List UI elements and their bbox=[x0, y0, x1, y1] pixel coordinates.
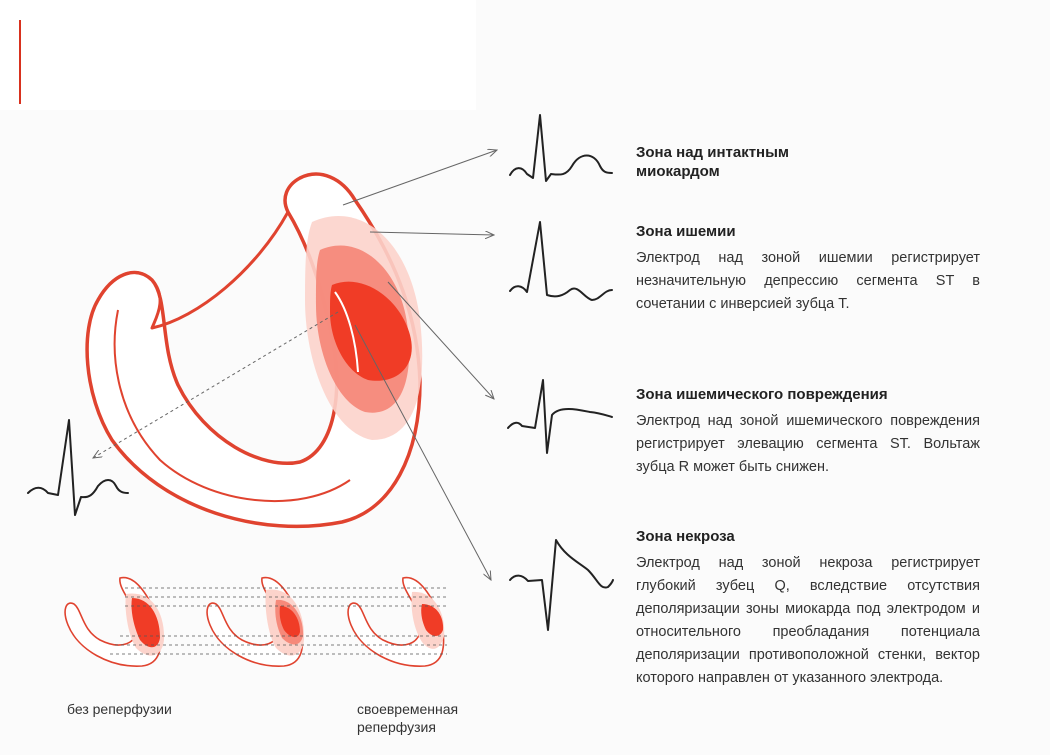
zone-title: Зона некроза bbox=[636, 528, 735, 545]
wall-inner-line bbox=[113, 309, 351, 503]
zone-description: Электрод над зоной ишемии регистрирует н… bbox=[636, 250, 980, 312]
small-heart-3 bbox=[347, 576, 445, 667]
endocardial-line bbox=[334, 291, 359, 373]
zone-title: Зона ишемии bbox=[636, 223, 736, 240]
arrow-injury bbox=[387, 281, 494, 399]
lesion-zones bbox=[305, 216, 423, 440]
zone-intact: Зона над интактным миокардом bbox=[636, 143, 980, 181]
zone-description: Электрод над зоной ишемического поврежде… bbox=[636, 413, 980, 475]
small-hearts bbox=[64, 576, 447, 667]
arrow-intact bbox=[342, 150, 497, 206]
ecg-traces bbox=[27, 114, 614, 631]
zone-title: Зона над интактным миокардом bbox=[636, 144, 790, 180]
pointer-arrows bbox=[93, 150, 497, 580]
arrow-ischemia bbox=[369, 232, 494, 235]
zone-description: Электрод над зоной некроза регистрирует … bbox=[636, 555, 980, 686]
ecg-ischemia bbox=[509, 221, 613, 301]
ecg-intact bbox=[509, 114, 613, 182]
zone-title: Зона ишемического повреждения bbox=[636, 386, 888, 403]
caption-no-reperfusion: без реперфузии bbox=[67, 701, 172, 717]
necrosis-zone bbox=[330, 281, 412, 381]
red-margin-line bbox=[19, 20, 21, 104]
zone-injury: Зона ишемического повреждения Электрод н… bbox=[636, 385, 980, 479]
ecg-necrosis bbox=[509, 539, 614, 631]
guide-lines bbox=[110, 587, 447, 655]
zone-necrosis: Зона некроза Электрод над зоной некроза … bbox=[636, 527, 980, 690]
ecg-injury bbox=[507, 379, 613, 454]
zone-ischemia: Зона ишемии Электрод над зоной ишемии ре… bbox=[636, 222, 980, 316]
top-white-panel bbox=[0, 0, 476, 110]
arrow-necrosis bbox=[354, 324, 491, 580]
wall-top-surface bbox=[96, 211, 290, 330]
ecg-opposite-wall bbox=[27, 419, 129, 516]
small-heart-1 bbox=[64, 576, 165, 667]
caption-timely-reperfusion: своевременная реперфузия bbox=[357, 701, 459, 735]
small-heart-2 bbox=[206, 576, 305, 667]
